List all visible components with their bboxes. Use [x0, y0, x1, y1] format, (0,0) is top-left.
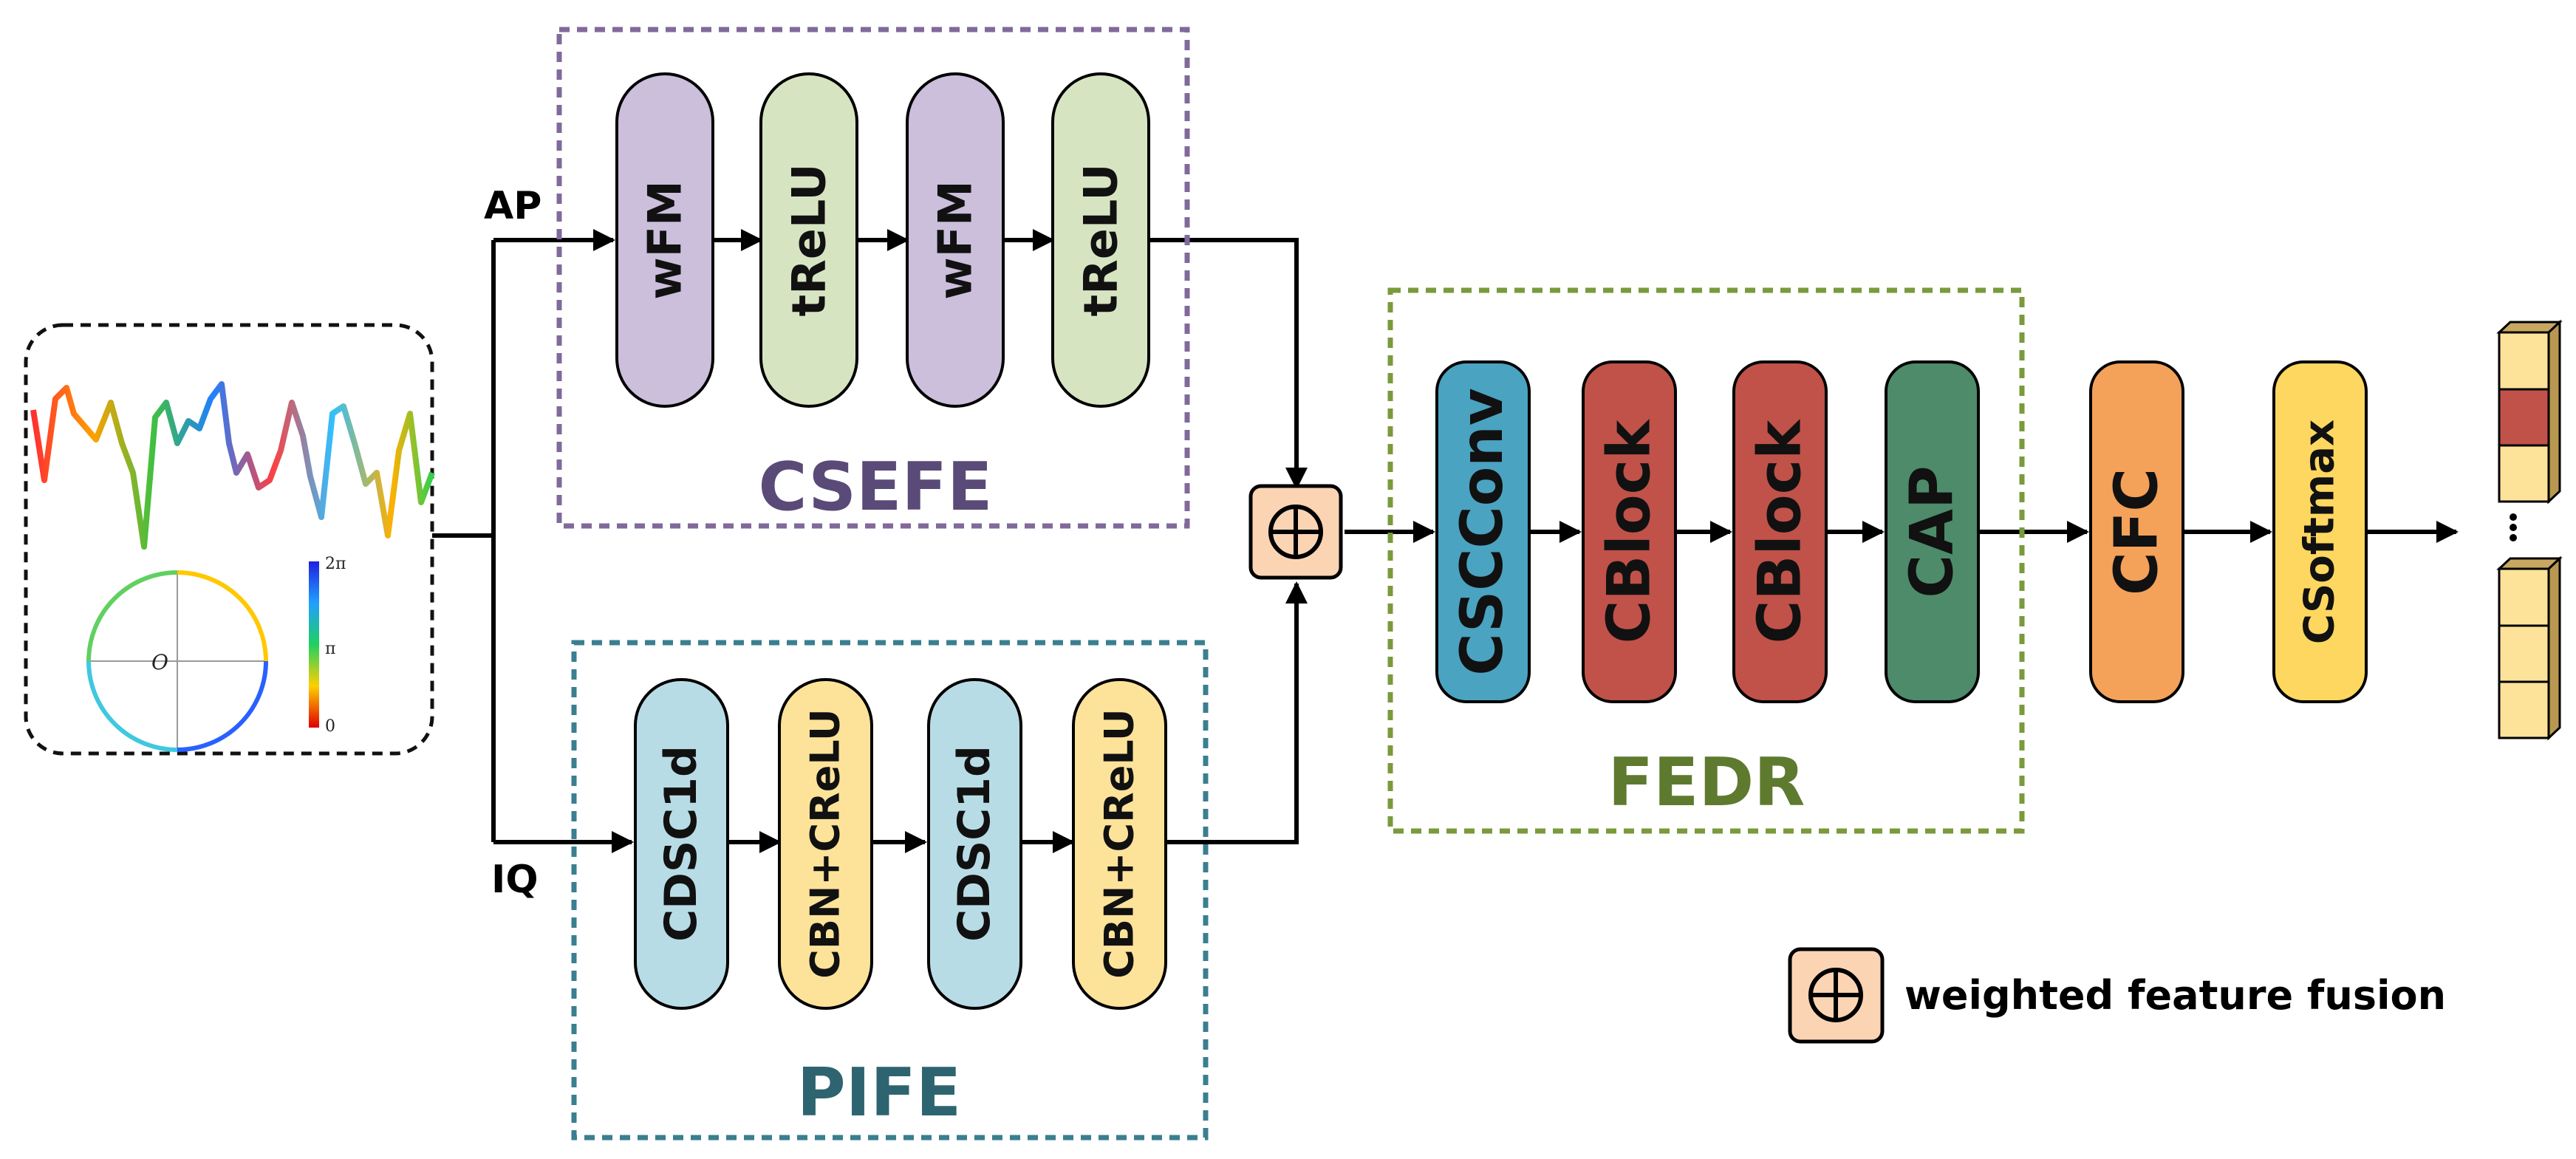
- ellipsis-dot: [2510, 534, 2517, 541]
- input-panel: O 2π π 0: [24, 323, 435, 756]
- csefe-block-label: tReLU: [1074, 163, 1128, 316]
- fusion-node: [1248, 484, 1343, 580]
- legend: weighted feature fusion: [1788, 947, 2446, 1044]
- legend-text: weighted feature fusion: [1904, 972, 2446, 1019]
- ellipsis-dot: [2510, 524, 2517, 531]
- csefe-border: [556, 27, 1190, 529]
- csefe-block: wFM: [615, 72, 714, 408]
- fedr-block-label: CBlock: [1746, 419, 1814, 643]
- cfc-block: CFC: [2089, 360, 2184, 703]
- origin-label: O: [151, 650, 168, 674]
- connections: [432, 229, 2459, 853]
- csoftmax-block-label: CSoftmax: [2296, 420, 2344, 644]
- csefe-block-label: wFM: [929, 180, 983, 299]
- fedr-block: CAP: [1885, 360, 1980, 703]
- pife-group: CDSC1d CBN+CReLU CDSC1d CBN+CReLU PIFE: [571, 640, 1209, 1141]
- fedr-block-label: CSCConv: [1449, 388, 1516, 675]
- output-cell: [2498, 624, 2550, 683]
- signal-waveform: [30, 381, 435, 550]
- fedr-block-label: CAP: [1898, 465, 1967, 598]
- pife-block-label: CDSC1d: [949, 745, 1000, 942]
- csefe-block: tReLU: [1051, 72, 1150, 408]
- pife-block-label: CBN+CReLU: [1096, 708, 1143, 978]
- ellipsis-dot: [2510, 513, 2517, 521]
- output-vector: [2496, 319, 2563, 741]
- pife-block-label: CBN+CReLU: [802, 708, 849, 978]
- fedr-block-label: CBlock: [1595, 419, 1664, 643]
- fedr-block: CBlock: [1732, 360, 1828, 703]
- fedr-block: CSCConv: [1435, 360, 1531, 703]
- output-cell: [2498, 680, 2550, 739]
- pife-block: CDSC1d: [634, 678, 729, 1010]
- pife-border: [571, 640, 1209, 1141]
- branch-label-iq: IQ: [491, 858, 539, 902]
- output-cell: [2498, 444, 2550, 503]
- fedr-label: FEDR: [1608, 744, 1805, 821]
- pife-label: PIFE: [797, 1054, 961, 1132]
- pife-block: CBN+CReLU: [778, 678, 873, 1010]
- pife-block: CDSC1d: [927, 678, 1022, 1010]
- pife-block-label: CDSC1d: [655, 745, 707, 942]
- csefe-block-label: tReLU: [782, 163, 836, 316]
- csefe-label: CSEFE: [759, 448, 993, 526]
- colorbar-tick-top: 2π: [325, 555, 346, 573]
- fedr-block: CBlock: [1582, 360, 1677, 703]
- fedr-border: [1387, 287, 2025, 834]
- colorbar: 2π π 0: [309, 555, 346, 736]
- csefe-block: wFM: [906, 72, 1005, 408]
- output-cell-active: [2498, 388, 2550, 447]
- csoftmax-block: CSoftmax: [2272, 360, 2368, 703]
- fedr-group: CSCConv CBlock CBlock CAP FEDR: [1387, 287, 2025, 834]
- csefe-block-label: wFM: [638, 180, 692, 299]
- csefe-block: tReLU: [759, 72, 858, 408]
- input-panel-border: [24, 323, 434, 756]
- colorbar-tick-mid: π: [325, 640, 335, 658]
- cfc-block-label: CFC: [2102, 468, 2171, 595]
- colorbar-tick-bottom: 0: [325, 717, 335, 736]
- output-cell: [2498, 567, 2550, 627]
- pife-block: CBN+CReLU: [1072, 678, 1167, 1010]
- branch-label-ap: AP: [484, 184, 541, 228]
- csefe-group: wFM tReLU wFM tReLU CSEFE: [556, 27, 1190, 529]
- output-cell: [2498, 331, 2550, 391]
- phase-circle: O: [86, 570, 268, 752]
